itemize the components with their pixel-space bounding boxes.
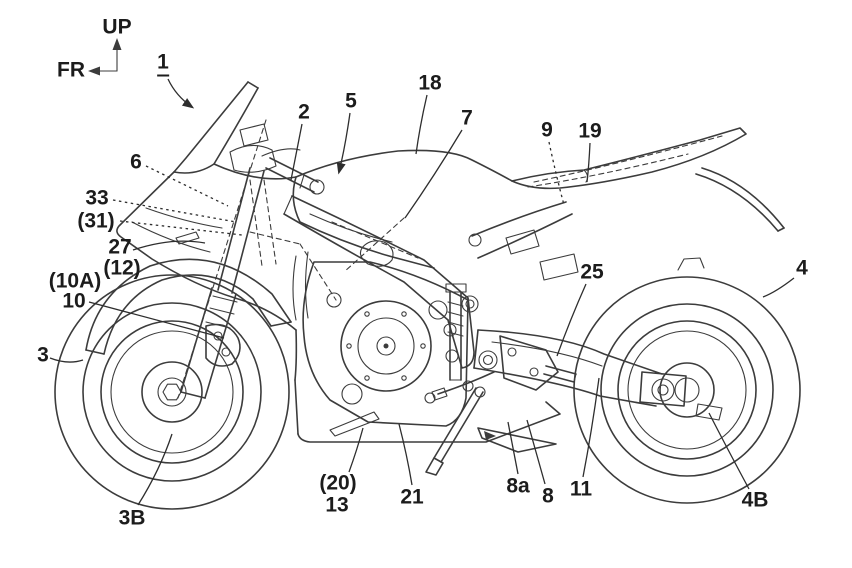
leader-line-21 [398, 423, 413, 486]
leader-line-2 [290, 123, 303, 181]
leader-line-31 [119, 220, 243, 236]
seat-tail [511, 127, 785, 232]
leader-line-13 [348, 427, 364, 473]
hidden-lines [249, 179, 419, 301]
axis-indicator [88, 38, 122, 76]
cowl-vent [329, 411, 380, 437]
rear-shock [445, 283, 467, 381]
engine [302, 261, 469, 427]
up-arrowhead [112, 38, 122, 50]
rear-wheel [573, 257, 801, 504]
leader-line-6 [145, 165, 229, 207]
valve-stem [677, 257, 705, 271]
leader-line-27 [132, 240, 206, 251]
leader-line-9 [548, 141, 565, 206]
nose-vent [175, 231, 200, 245]
leader-line-3B [137, 433, 173, 506]
leader-line-4 [762, 277, 795, 298]
leader-line-5 [336, 112, 351, 175]
rear-caliper [695, 403, 723, 421]
leader-line-18 [415, 94, 428, 155]
leader-line-4B [708, 412, 750, 490]
footpeg-bracket [477, 335, 577, 453]
kickstand [425, 386, 486, 476]
leader-line-3 [49, 357, 84, 363]
axle-block [639, 371, 687, 407]
leader-line-25 [556, 283, 587, 357]
brake-reservoir [239, 123, 269, 147]
leader-line-19 [586, 142, 591, 183]
windscreen [173, 81, 259, 174]
belly-pan [294, 379, 561, 443]
front-wheel [54, 274, 290, 510]
front-fork [177, 119, 277, 399]
fuel-tank [292, 149, 513, 269]
leader-line-8a [507, 421, 519, 475]
upper-fairing [116, 163, 309, 381]
leader-line-7 [404, 129, 463, 219]
brake-pedal [431, 371, 495, 401]
leader-line-8 [526, 419, 546, 485]
leader-line-33 [112, 199, 237, 223]
heel-guard [477, 427, 557, 453]
leader-line-10 [88, 301, 225, 339]
leader-line-1 [167, 78, 195, 109]
fr-arrowhead [88, 66, 100, 76]
frame [283, 195, 579, 370]
tail-stay [701, 167, 785, 229]
triple-clamp [229, 144, 277, 173]
leader-line-11 [582, 377, 600, 478]
